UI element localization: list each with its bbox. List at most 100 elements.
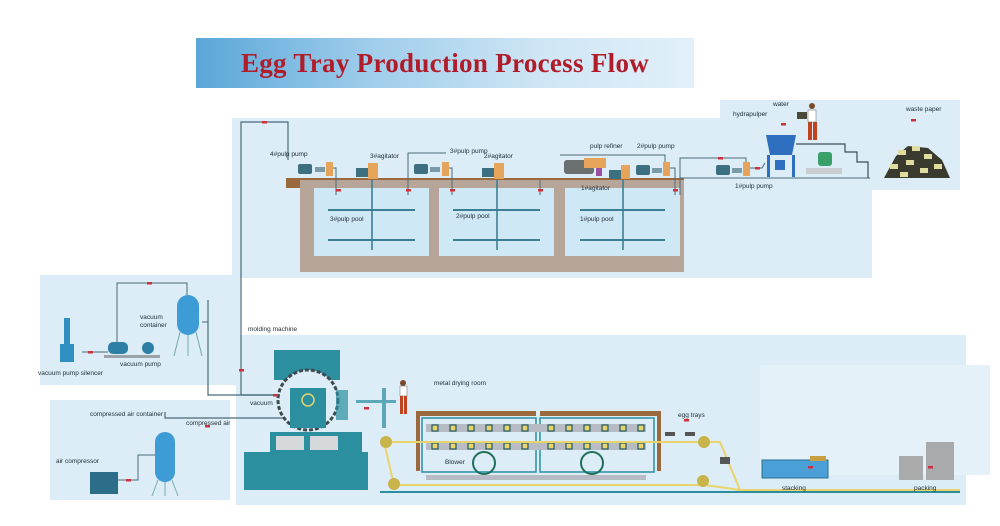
- flow-arrow-icon: [239, 369, 244, 372]
- flow-arrow-icon: [928, 466, 933, 469]
- pulp-return-pipe: [164, 121, 292, 419]
- label-water: water: [773, 101, 789, 108]
- platform-stairs: [796, 143, 869, 178]
- label-pump2: 2#pulp pump: [637, 143, 675, 150]
- tray-mold: [467, 442, 475, 450]
- tray-mold: [485, 424, 493, 432]
- packed-egg-tray-stacks: [899, 442, 954, 480]
- label-metal-drying-room: metal drying room: [434, 380, 487, 387]
- flow-arrow-icon: [755, 167, 760, 170]
- air-compressor: [90, 472, 118, 494]
- label-vacuum: vacuum: [250, 400, 273, 407]
- pump-3: [414, 162, 449, 176]
- flow-arrow-icon: [88, 351, 93, 354]
- tray-mold: [503, 442, 511, 450]
- pulp-transfer-pipes: [333, 152, 870, 195]
- flow-arrow-icon: [781, 123, 786, 126]
- label-pulp-refiner: pulp refiner: [590, 143, 623, 150]
- conveyor-belt: [383, 441, 960, 491]
- worker-top: [797, 103, 817, 140]
- agitator-2: [482, 163, 504, 179]
- label-hydrapulper: hydrapulper: [733, 111, 768, 118]
- flow-arrow-icon: [406, 189, 411, 192]
- label-pump4: 4#pulp pump: [270, 151, 308, 158]
- vacuum-pump-silencer: [60, 318, 74, 362]
- tray-mold: [431, 442, 439, 450]
- vacuum-area-panel: [40, 275, 240, 385]
- tray-mold: [449, 442, 457, 450]
- air-pipes: [118, 454, 155, 481]
- hydrapulper: [766, 135, 796, 177]
- motor-green: [806, 152, 842, 174]
- tray-mold: [449, 424, 457, 432]
- label-pump1: 1#pulp pump: [735, 183, 773, 190]
- pulp-refiner: [564, 158, 606, 176]
- flow-arrow-icon: [147, 282, 152, 285]
- flow-arrow-icon: [364, 407, 369, 410]
- tray-mold: [547, 442, 555, 450]
- flow-arrow-icon: [684, 419, 689, 422]
- label-pool-3: 3#pulp pool: [330, 216, 364, 223]
- flow-arrow-icon: [538, 189, 543, 192]
- tray-mold: [583, 424, 591, 432]
- metal-drying-room: [416, 411, 661, 480]
- label-air-compressor: air compressor: [56, 458, 99, 465]
- label-stacking: stacking: [782, 485, 806, 492]
- tray-molds: [431, 424, 645, 450]
- tray-mold: [431, 424, 439, 432]
- label-compressed-air: compressed air: [186, 420, 231, 427]
- label-pool-2: 2#pulp pool: [456, 213, 490, 220]
- flow-arrow-icon: [336, 189, 341, 192]
- label-agitator2: 2#agitator: [484, 153, 513, 160]
- title-banner: Egg Tray Production Process Flow: [196, 38, 694, 88]
- label-agitator3: 3#agitator: [370, 153, 399, 160]
- tray-mold: [547, 424, 555, 432]
- label-egg-trays: egg trays: [678, 412, 705, 419]
- air-area-panel: [50, 400, 230, 500]
- tray-mold: [619, 424, 627, 432]
- pulp-pool-frame: [286, 178, 684, 272]
- label-pump3: 3#pulp pump: [450, 148, 488, 155]
- agitator-3: [356, 163, 378, 179]
- tray-mold: [565, 424, 573, 432]
- tray-mold: [521, 424, 529, 432]
- flow-arrow-icon: [718, 157, 723, 160]
- tray-mold: [583, 442, 591, 450]
- flow-arrow-icon: [808, 466, 813, 469]
- worker-line: [399, 380, 408, 414]
- pulp-pool-1: [565, 180, 680, 256]
- flow-arrow-icon: [205, 425, 210, 428]
- tray-mold: [485, 442, 493, 450]
- compressed-air-container: [151, 432, 179, 497]
- egg-tray-items: [665, 432, 730, 464]
- pump-2: [636, 162, 670, 176]
- label-compressed-air-container: compressed air container: [90, 411, 163, 418]
- tray-mold: [521, 442, 529, 450]
- belt-rollers: [380, 436, 710, 490]
- molding-machine: [244, 350, 396, 490]
- flow-arrow-icon: [273, 394, 278, 397]
- label-vacuum-container: vacuum container: [140, 314, 167, 329]
- agitator-1: [609, 165, 630, 179]
- tray-mold: [601, 424, 609, 432]
- vacuum-pump: [104, 342, 160, 358]
- tray-mold: [467, 424, 475, 432]
- pulp-pool-2: [439, 180, 554, 256]
- label-vacuum-pump: vacuum pump: [120, 361, 161, 368]
- label-waste-paper: waste paper: [906, 106, 942, 113]
- pulp-pool-3: [314, 180, 429, 256]
- label-packing: packing: [914, 485, 937, 492]
- tray-mold: [503, 424, 511, 432]
- tray-mold: [565, 442, 573, 450]
- diagram-title: Egg Tray Production Process Flow: [240, 47, 650, 78]
- tray-mold: [619, 442, 627, 450]
- flow-arrow-icon: [673, 189, 678, 192]
- tray-mold: [601, 442, 609, 450]
- pump-4: [298, 162, 333, 176]
- flow-arrow-icon: [911, 119, 916, 122]
- vacuum-container: [173, 295, 203, 357]
- label-blower: Blower: [445, 459, 465, 466]
- waste-paper-pile: [884, 146, 950, 178]
- tray-mold: [637, 424, 645, 432]
